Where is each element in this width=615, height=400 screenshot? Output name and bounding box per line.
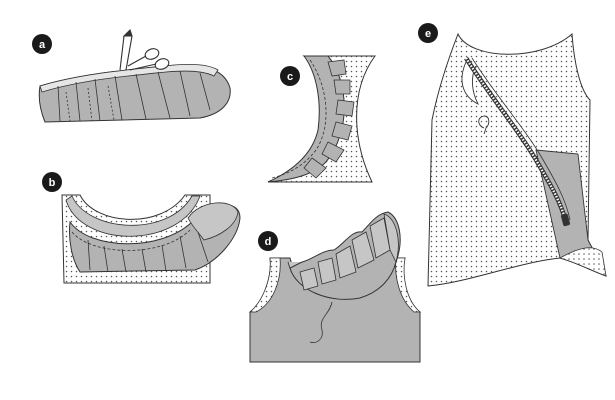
stitch-line-c	[271, 59, 327, 179]
step-d-panel: d	[248, 211, 422, 363]
ruffle-tabs	[303, 59, 355, 179]
step-b-label: b	[49, 177, 56, 189]
step-c-label: c	[287, 71, 293, 83]
thread-tail	[309, 301, 333, 343]
pleat-lines	[57, 70, 211, 122]
step-e-badge: e	[418, 23, 438, 43]
tunic-neck-loop	[461, 61, 480, 106]
ruffle-folds-d	[299, 213, 399, 291]
step-b-panel: b	[42, 172, 241, 284]
binding-edge	[39, 63, 219, 93]
step-d-badge: d	[258, 231, 278, 251]
step-e-panel: e	[418, 23, 607, 287]
left-armhole-facing	[248, 257, 281, 313]
step-c-panel: c	[267, 55, 376, 183]
step-a-panel: a	[32, 28, 231, 123]
tunic-flap	[558, 247, 607, 277]
step-a-label: a	[39, 39, 46, 51]
neckline-facing	[65, 195, 201, 237]
step-a-badge: a	[32, 34, 52, 54]
ruffle-flap	[187, 202, 239, 241]
pleat-lines-b	[87, 231, 209, 273]
zipper	[464, 56, 571, 227]
scissors-icon	[119, 28, 170, 71]
step-d-label: d	[265, 236, 272, 248]
hook-mark	[478, 115, 490, 135]
right-armhole-facing	[395, 257, 422, 313]
step-b-badge: b	[42, 172, 62, 192]
step-c-badge: c	[280, 66, 300, 86]
stitch-line-b	[71, 229, 191, 251]
zipper-pull-icon	[560, 213, 570, 227]
step-e-label: e	[425, 28, 431, 40]
